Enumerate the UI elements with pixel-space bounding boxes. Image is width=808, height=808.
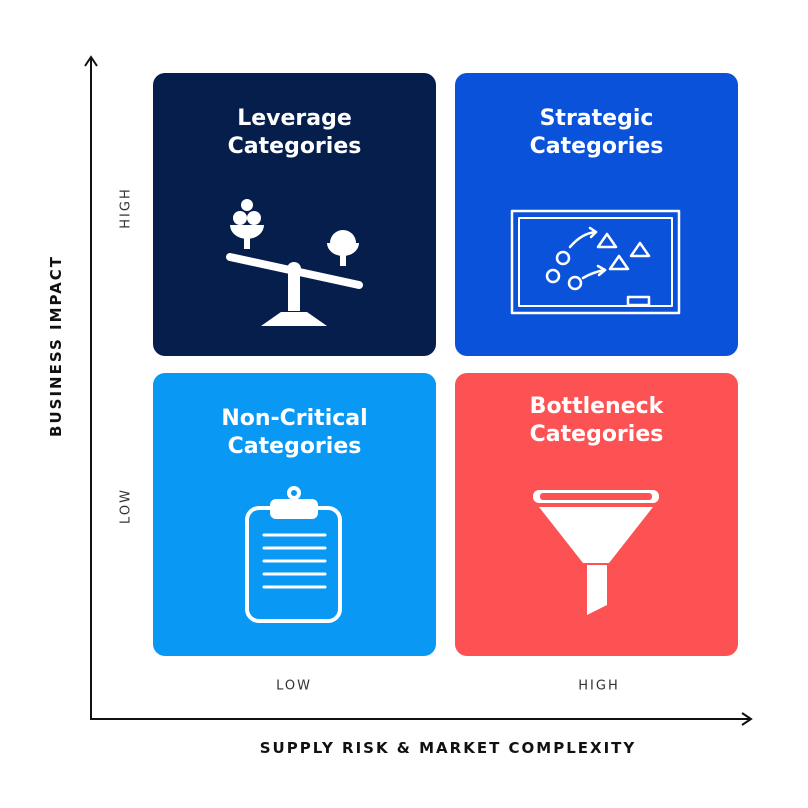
x-axis-arrow-icon xyxy=(741,712,753,726)
clipboard-icon xyxy=(245,486,342,623)
quadrant-title: Leverage Categories xyxy=(153,105,436,161)
quadrant-title-line1: Non-Critical xyxy=(221,406,368,431)
y-tick-low: LOW xyxy=(118,488,134,524)
quadrant-title-line1: Bottleneck xyxy=(529,394,664,419)
x-tick-high: HIGH xyxy=(578,678,620,694)
quadrant-title-line2: Categories xyxy=(529,134,664,159)
quadrant-title-line1: Leverage xyxy=(237,106,352,131)
quadrant-strategic: Strategic Categories xyxy=(455,73,738,356)
x-axis-label: SUPPLY RISK & MARKET COMPLEXITY xyxy=(259,739,637,757)
y-axis-arrow-icon xyxy=(84,55,98,67)
strategy-board-icon xyxy=(510,209,681,315)
quadrant-title: Strategic Categories xyxy=(455,105,738,161)
quadrant-title-line2: Categories xyxy=(227,134,362,159)
x-tick-low: LOW xyxy=(276,678,312,694)
quadrant-title-line2: Categories xyxy=(529,422,664,447)
y-axis-label: BUSINESS IMPACT xyxy=(47,255,65,437)
quadrant-title: Non-Critical Categories xyxy=(153,405,436,461)
balance-scale-icon xyxy=(226,199,363,326)
funnel-icon xyxy=(533,490,659,615)
y-tick-high: HIGH xyxy=(118,187,134,229)
quadrant-leverage: Leverage Categories xyxy=(153,73,436,356)
quadrant-title-line1: Strategic xyxy=(539,106,654,131)
quadrant-bottleneck: Bottleneck Categories xyxy=(455,373,738,656)
quadrant-title: Bottleneck Categories xyxy=(455,393,738,449)
quadrant-title-line2: Categories xyxy=(227,434,362,459)
quadrant-noncritical: Non-Critical Categories xyxy=(153,373,436,656)
